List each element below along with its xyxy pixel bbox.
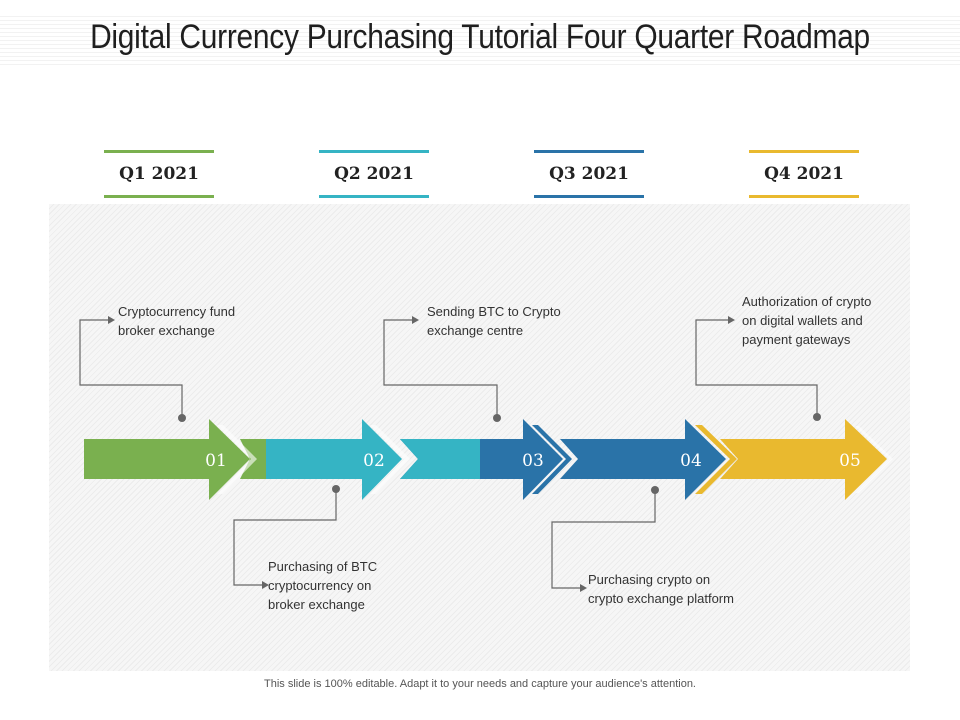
connector-top-2 xyxy=(383,319,498,418)
arrow-step-1 xyxy=(84,419,250,500)
connector-top-1 xyxy=(79,319,183,418)
note-top-3: Authorization of crypto on digital walle… xyxy=(742,292,871,349)
step-number-1: 01 xyxy=(205,451,227,471)
step-number-4: 04 xyxy=(680,451,702,471)
note-top-1-line-2: broker exchange xyxy=(118,323,215,338)
step-number-5: 05 xyxy=(839,451,861,471)
note-top-3-line-3: payment gateways xyxy=(742,332,851,347)
arrow-step-4 xyxy=(560,419,726,500)
arrow-step-2 xyxy=(240,419,402,500)
note-top-3-line-2: on digital wallets and xyxy=(742,313,863,328)
note-top-2-line-2: exchange centre xyxy=(427,323,524,338)
note-top-1-line-1: Cryptocurrency fund xyxy=(118,304,236,319)
connector-dot-2 xyxy=(493,414,501,422)
page-title: Digital Currency Purchasing Tutorial Fou… xyxy=(90,18,870,56)
note-bottom-1-line-1: Purchasing of BTC xyxy=(268,559,378,574)
note-top-2: Sending BTC to Crypto exchange centre xyxy=(427,302,561,340)
connector-bottom-1 xyxy=(233,489,337,586)
note-bottom-1-line-2: cryptocurrency on xyxy=(268,578,372,593)
connector-top-3 xyxy=(695,319,818,418)
connector-bottom-2 xyxy=(551,490,656,589)
connector-dot-3 xyxy=(813,413,821,421)
connector-dot-4 xyxy=(332,485,340,493)
arrow-step-5 xyxy=(720,419,887,500)
step-number-3: 03 xyxy=(522,451,544,471)
note-top-2-line-1: Sending BTC to Crypto xyxy=(427,304,561,319)
note-bottom-1: Purchasing of BTC cryptocurrency on brok… xyxy=(268,557,377,614)
connector-dot-5 xyxy=(651,486,659,494)
note-bottom-1-line-3: broker exchange xyxy=(268,597,365,612)
note-bottom-2-line-1: Purchasing crypto on xyxy=(588,572,711,587)
quarter-label-q1: Q1 2021 xyxy=(104,150,214,198)
quarter-label-q3: Q3 2021 xyxy=(534,150,644,198)
note-bottom-2-line-2: crypto exchange platform xyxy=(588,591,734,606)
note-top-3-line-1: Authorization of crypto xyxy=(742,294,872,309)
connector-dot-1 xyxy=(178,414,186,422)
quarter-label-q2: Q2 2021 xyxy=(319,150,429,198)
note-bottom-2: Purchasing crypto on crypto exchange pla… xyxy=(588,570,734,608)
step-number-2: 02 xyxy=(363,451,385,471)
note-top-1: Cryptocurrency fund broker exchange xyxy=(118,302,235,340)
diagram-panel xyxy=(49,204,910,671)
title-band xyxy=(0,14,960,68)
footer-note: This slide is 100% editable. Adapt it to… xyxy=(264,678,696,690)
quarter-label-q4: Q4 2021 xyxy=(749,150,859,198)
